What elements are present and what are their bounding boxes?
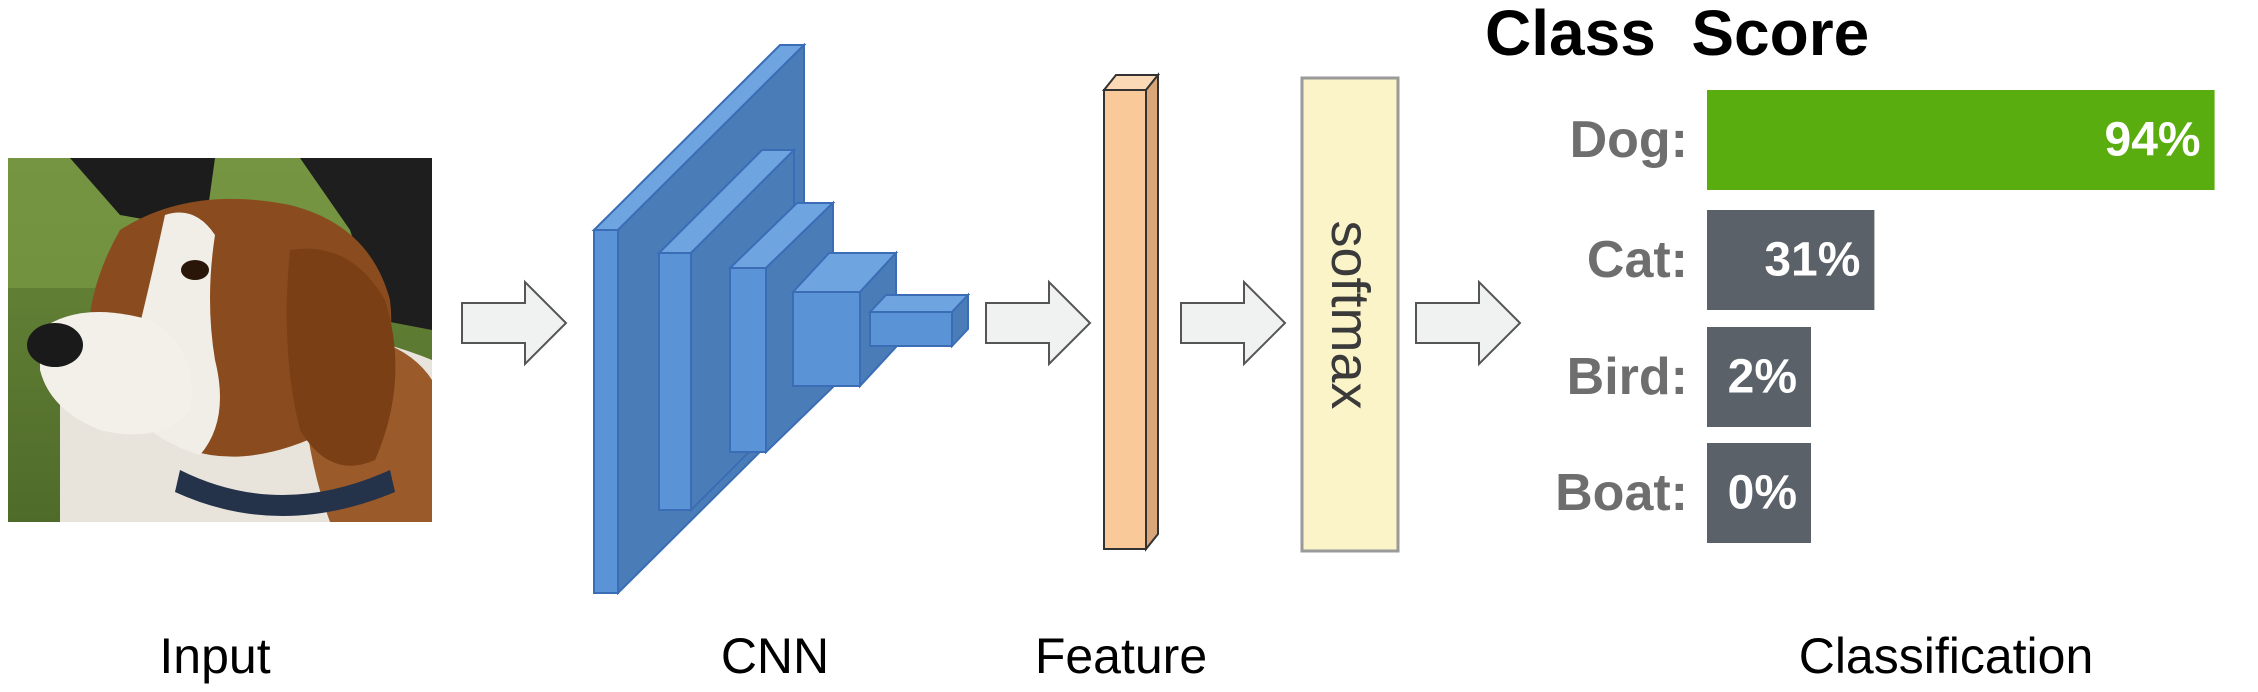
softmax-label: softmax — [1320, 220, 1380, 409]
score-bar-1 — [1707, 210, 1875, 310]
score-value-2: 2% — [1728, 351, 1797, 404]
class-score-chart: Dog: 94% Cat: 31% Bird: 2% Boat: 0% — [1555, 90, 2215, 543]
cnn-block — [591, 42, 971, 596]
arrow-icon — [461, 279, 568, 367]
class-label-2: Bird: — [1567, 348, 1688, 406]
score-value-0: 94% — [2105, 114, 2201, 167]
score-bar-3 — [1707, 443, 1811, 543]
class-label-1: Cat: — [1587, 231, 1688, 289]
arrow-icon — [985, 279, 1092, 367]
cnn-caption: CNN — [721, 628, 829, 684]
softmax-box: softmax — [1300, 76, 1400, 553]
feature-caption: Feature — [1035, 628, 1207, 684]
class-label-3: Boat: — [1555, 464, 1688, 522]
cnn-layer-5 — [867, 292, 971, 349]
score-value-1: 31% — [1764, 234, 1860, 287]
class-score-title: Class Score — [1485, 0, 1869, 69]
arrow-icon — [1415, 279, 1522, 367]
arrow-icon — [1180, 279, 1287, 367]
class-label-0: Dog: — [1570, 111, 1688, 169]
input-dog-image — [8, 158, 432, 522]
feature-vector — [1101, 72, 1161, 552]
score-bar-0 — [1707, 90, 2215, 190]
score-value-3: 0% — [1728, 467, 1797, 520]
classification-caption: Classification — [1799, 628, 2094, 684]
score-bar-2 — [1707, 327, 1811, 427]
input-caption: Input — [159, 628, 270, 684]
